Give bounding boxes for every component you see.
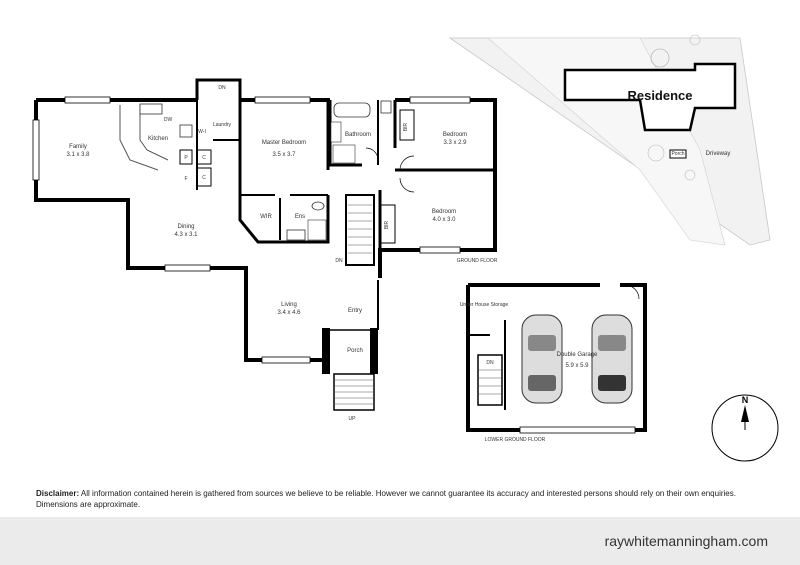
site-residence-outline [563, 62, 737, 132]
site-driveway-label: Driveway [706, 151, 731, 157]
kitchen-sink [139, 103, 163, 115]
laundry-dn-label: DN [218, 85, 226, 91]
site-circle-feature [650, 48, 670, 68]
car-2 [591, 314, 633, 404]
bir-label-2: BIR [384, 220, 390, 229]
site-plan: Residence Porch Driveway [448, 34, 771, 246]
disclaimer-label: Disclaimer: [36, 489, 80, 498]
steps-up-label: UP [349, 416, 357, 422]
garage-size: 5.9 x 5.9 [565, 363, 589, 369]
living-size: 3.4 x 4.6 [277, 310, 301, 316]
bathroom-label: Bathroom [345, 132, 371, 138]
footer-bar: raywhitemanningham.com [0, 517, 800, 565]
lower-floor-label: LOWER GROUND FLOOR [485, 437, 546, 443]
bedroom1-size: 3.3 x 2.9 [443, 140, 467, 146]
lower-ground-floor: Under House Storage DN Double Garage 5.9… [460, 283, 647, 443]
storage-line1: Under House Storage [460, 302, 509, 308]
dining-name: Dining [177, 224, 194, 230]
wir-label: WIR [260, 214, 272, 220]
stairwell [345, 194, 375, 266]
c-label-1: C [202, 155, 206, 161]
dw-label: DW [164, 117, 173, 123]
bedroom2-size: 4.0 x 3.0 [432, 217, 456, 223]
site-residence-label: Residence [627, 88, 692, 103]
family-size: 3.1 x 3.8 [66, 152, 90, 158]
disclaimer: Disclaimer: All information contained he… [36, 488, 776, 510]
entry-label: Entry [348, 308, 362, 314]
living-name: Living [281, 302, 297, 308]
compass-n-label: N [742, 395, 749, 405]
car-1 [521, 314, 563, 404]
disclaimer-text: All information contained herein is gath… [36, 489, 736, 509]
kitchen-name: Kitchen [148, 136, 168, 142]
garage-name: Double Garage [557, 352, 598, 358]
stairs-dn-label: DN [335, 258, 343, 264]
compass: N [711, 394, 779, 462]
bathtub [333, 102, 371, 118]
porch-label: Porch [347, 348, 363, 354]
website-link[interactable]: raywhitemanningham.com [604, 533, 768, 549]
cooktop [179, 124, 193, 138]
laundry-label: Laundry [213, 122, 232, 128]
ground-floor: DN Laundry W-I DW Kitchen P C C F Family… [32, 78, 498, 422]
master-size: 3.5 x 3.7 [272, 152, 296, 158]
bedroom2-name: Bedroom [432, 209, 456, 215]
garage-door [519, 426, 636, 434]
master-name: Master Bedroom [262, 140, 306, 146]
c-label-2: C [202, 175, 206, 181]
ground-floor-label: GROUND FLOOR [457, 258, 498, 264]
site-porch-label: Porch [671, 151, 684, 157]
bedroom1-name: Bedroom [443, 132, 467, 138]
family-name: Family [69, 144, 87, 150]
bir-label-1: BIR [403, 122, 409, 131]
wi-label: W-I [198, 129, 206, 135]
lower-dn-label: DN [486, 360, 494, 366]
p-label: P [184, 155, 188, 161]
ens-label: Ens [295, 214, 305, 220]
f-label: F [184, 176, 187, 182]
wall-west [34, 100, 330, 362]
dining-size: 4.3 x 3.1 [174, 232, 198, 238]
